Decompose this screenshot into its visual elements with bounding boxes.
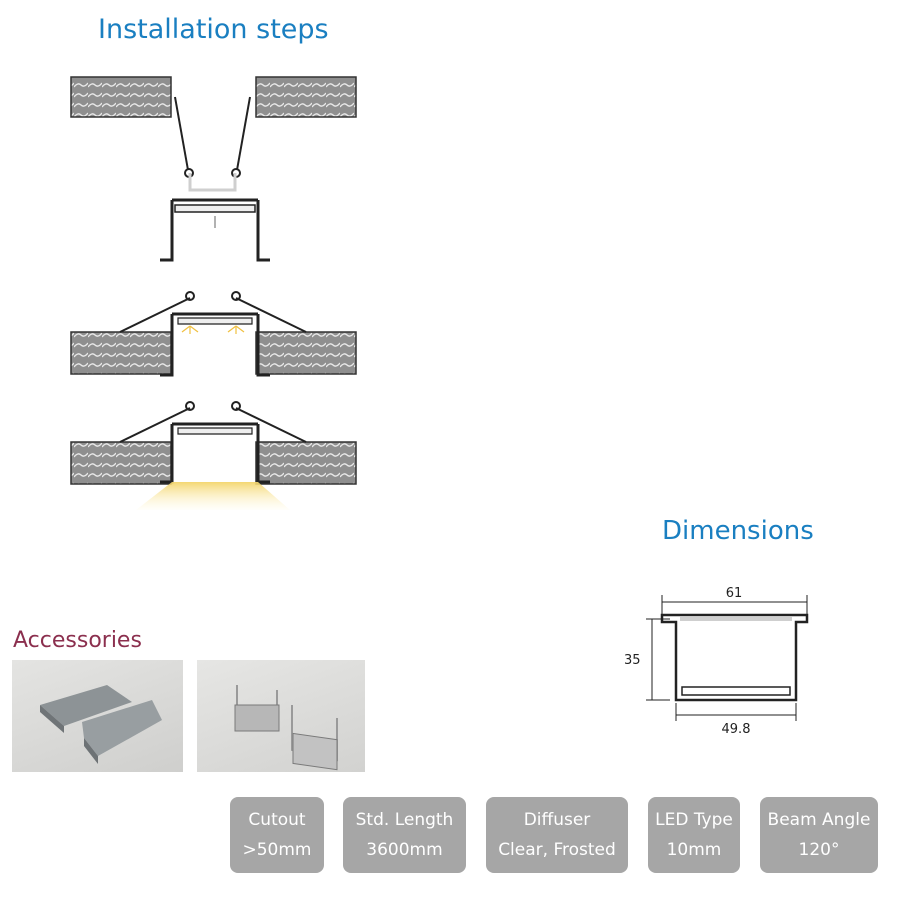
spec-value: 3600mm (366, 840, 443, 860)
spec-label: LED Type (655, 810, 733, 830)
spec-value: Clear, Frosted (498, 840, 616, 860)
dimension-width-bottom: 49.8 (722, 722, 751, 737)
accessories-heading: Accessories (13, 628, 142, 653)
dimensions-heading: Dimensions (662, 516, 814, 546)
spec-value: >50mm (242, 840, 312, 860)
dimensions-drawing: 61 35 49.8 (624, 586, 809, 737)
spec-value: 120° (798, 840, 840, 860)
spec-led-type: LED Type 10mm (648, 797, 740, 873)
spec-std-length: Std. Length 3600mm (343, 797, 466, 873)
installation-steps-heading: Installation steps (98, 14, 329, 45)
spec-label: Diffuser (523, 810, 591, 830)
dimension-width-top: 61 (726, 586, 743, 601)
spec-label: Cutout (248, 810, 306, 830)
step-2-profile (160, 198, 270, 262)
step-4-installed (70, 401, 357, 510)
dimension-height: 35 (624, 653, 641, 668)
spec-diffuser: Diffuser Clear, Frosted (486, 797, 628, 873)
step-1-ceiling (70, 76, 357, 192)
installation-steps-diagram (70, 76, 357, 510)
step-3-insert (70, 291, 357, 377)
spec-value: 10mm (666, 840, 722, 860)
spec-label: Std. Length (355, 810, 454, 830)
end-cap-photo (12, 660, 183, 772)
spec-cutout: Cutout >50mm (230, 797, 324, 873)
mounting-clips-photo (197, 660, 365, 772)
spec-beam-angle: Beam Angle 120° (760, 797, 878, 873)
spec-label: Beam Angle (767, 810, 871, 830)
